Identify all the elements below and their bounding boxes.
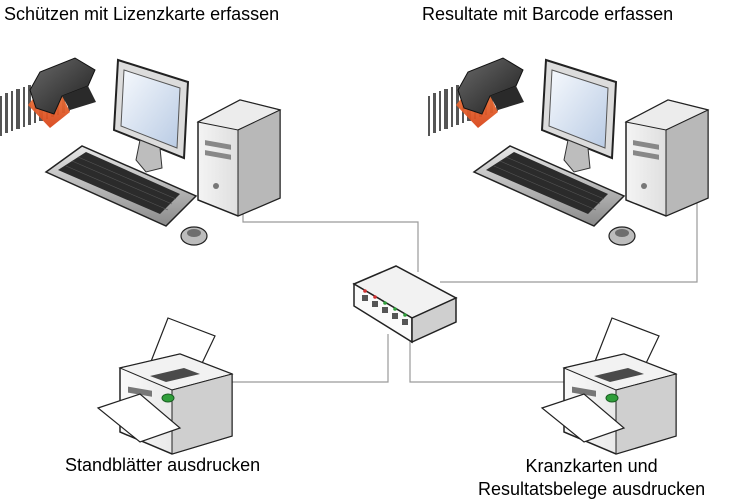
label-capture-shooters: Schützen mit Lizenzkarte erfassen bbox=[4, 4, 280, 24]
cable-right-workstation bbox=[440, 190, 698, 283]
cable-right-printer bbox=[409, 334, 568, 383]
workstation-left bbox=[0, 57, 281, 246]
cable-left-printer bbox=[228, 334, 389, 383]
workstation-right bbox=[427, 57, 709, 246]
printer-left-icon bbox=[97, 317, 233, 455]
label-print-cards-line2: Resultatsbelege ausdrucken bbox=[478, 479, 706, 499]
label-print-cards-line1: Kranzkarten und bbox=[525, 456, 658, 476]
switch-leds bbox=[363, 289, 407, 317]
label-print-stand-sheets: Standblätter ausdrucken bbox=[65, 455, 261, 475]
network-switch-icon bbox=[352, 265, 458, 344]
label-capture-results: Resultate mit Barcode erfassen bbox=[422, 4, 674, 24]
label-print-cards: Kranzkarten und Resultatsbelege ausdruck… bbox=[478, 455, 705, 501]
cable-left-workstation bbox=[242, 205, 419, 272]
printer-right-icon bbox=[541, 317, 677, 455]
